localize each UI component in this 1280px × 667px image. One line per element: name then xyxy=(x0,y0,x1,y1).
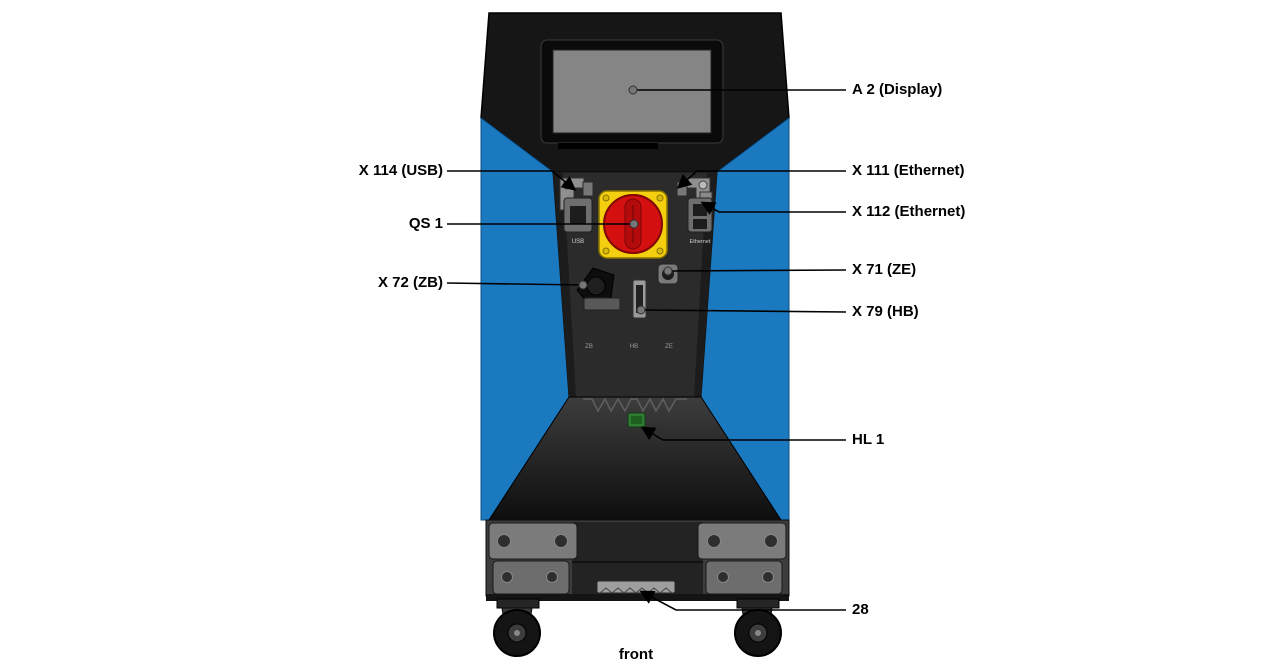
label-x71: X 71 (ZE) xyxy=(852,261,917,278)
leader-x72 xyxy=(446,282,587,286)
label-x72: X 72 (ZB) xyxy=(377,274,443,291)
leader-dot-qs1 xyxy=(629,219,639,229)
panel-label-hb: HB xyxy=(630,344,638,350)
connector-x72 xyxy=(576,267,621,311)
label-qs1: QS 1 xyxy=(408,215,443,232)
label-a2: A 2 (Display) xyxy=(852,81,943,98)
base-frame xyxy=(485,519,790,601)
label-x79: X 79 (HB) xyxy=(852,303,919,320)
caster-right xyxy=(734,598,782,657)
leader-x114 xyxy=(447,170,577,191)
label-28: 28 xyxy=(852,601,869,618)
chute-teeth xyxy=(583,397,687,413)
leader-28 xyxy=(639,590,846,611)
leader-x111 xyxy=(676,170,846,189)
leader-dot-x79 xyxy=(636,305,646,315)
panel-label-zb: ZB xyxy=(585,344,593,350)
machine-body: USB Ethernet xyxy=(480,12,790,657)
indicator-lamp-hl1 xyxy=(627,412,646,428)
leader-dot-x72 xyxy=(578,280,588,290)
leader-hl1 xyxy=(640,426,846,441)
leader-dot-a2 xyxy=(628,85,638,95)
ethernet-port-label: Ethernet xyxy=(690,239,711,245)
usb-port-label: USB xyxy=(572,239,584,245)
label-hl1: HL 1 xyxy=(852,431,885,448)
label-x112: X 112 (Ethernet) xyxy=(852,203,966,220)
caster-left xyxy=(493,598,541,657)
bottom-bracket-28 xyxy=(596,580,676,594)
leader-x112 xyxy=(700,201,846,215)
panel-label-ze: ZE xyxy=(665,344,673,350)
leader-lines xyxy=(446,85,847,611)
leader-dot-x71 xyxy=(663,266,673,276)
leader-x71 xyxy=(670,269,847,272)
leader-x79 xyxy=(643,309,847,313)
base-block-right-top xyxy=(697,522,787,560)
screw-right xyxy=(698,180,708,190)
label-x111: X 111 (Ethernet) xyxy=(852,162,965,179)
clip-usb xyxy=(582,181,594,197)
caption-front: front xyxy=(618,646,654,663)
label-x114: X 114 (USB) xyxy=(358,162,443,179)
base-block-left-top xyxy=(488,522,578,560)
display-slot xyxy=(558,143,658,149)
